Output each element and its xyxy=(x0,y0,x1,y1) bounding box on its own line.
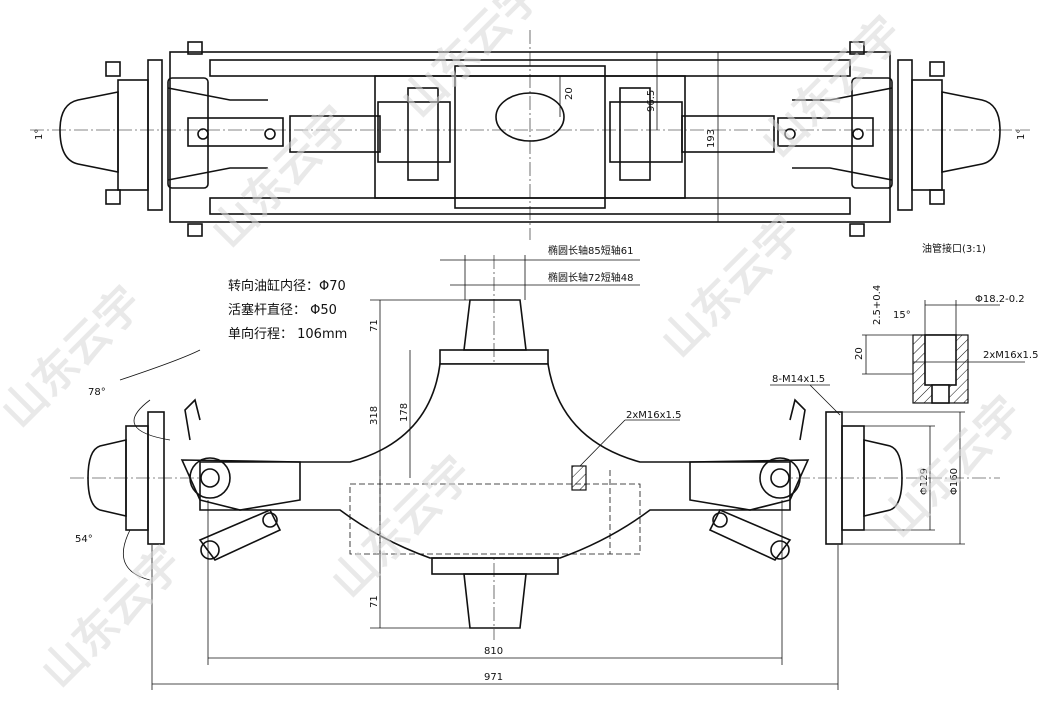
angle-left-1: 1° xyxy=(34,129,45,140)
front-view: 椭圆长轴85短轴61 椭圆长轴72短轴48 71 318 178 71 78° … xyxy=(70,244,1000,690)
spec-rod-diameter: 活塞杆直径： Φ50 xyxy=(228,302,337,318)
bolt-label: 8-M14x1.5 xyxy=(772,374,825,385)
detail-depth-tol: 2.5+0.4 xyxy=(872,285,883,325)
dim-318: 318 xyxy=(369,406,380,425)
detail-depth: 20 xyxy=(854,347,865,360)
svg-text:山东云宇: 山东云宇 xyxy=(0,277,152,438)
dim-971: 971 xyxy=(484,672,503,683)
thread-center-label: 2xM16x1.5 xyxy=(626,410,681,421)
dim-810: 810 xyxy=(484,646,503,657)
svg-text:山东云宇: 山东云宇 xyxy=(872,387,1033,548)
detail-diameter: Φ18.2-0.2 xyxy=(975,294,1025,305)
dim-193: 193 xyxy=(706,129,717,148)
svg-text:山东云宇: 山东云宇 xyxy=(202,97,363,258)
angle-54: 54° xyxy=(75,534,93,545)
angle-78: 78° xyxy=(88,387,106,398)
dim-71-top: 71 xyxy=(369,319,380,332)
detail-title: 油管接口(3:1) xyxy=(922,242,986,255)
dim-d129: Φ129 xyxy=(919,468,930,495)
detail-thread: 2xM16x1.5 xyxy=(983,350,1038,361)
ellipse-outer-label: 椭圆长轴85短轴61 xyxy=(548,244,633,257)
angle-right-1: 1° xyxy=(1016,129,1027,140)
svg-text:山东云宇: 山东云宇 xyxy=(32,537,193,698)
dim-71-bottom: 71 xyxy=(369,595,380,608)
svg-text:山东云宇: 山东云宇 xyxy=(752,7,913,168)
detail-angle: 15° xyxy=(893,310,911,321)
detail-view: 油管接口(3:1) Φ18.2-0.2 2.5+0.4 15° 20 2xM16… xyxy=(854,242,1038,404)
spec-cylinder-bore: 转向油缸内径：Φ70 xyxy=(228,278,346,294)
svg-text:山东云宇: 山东云宇 xyxy=(392,0,553,128)
dim-20-top: 20 xyxy=(564,87,575,100)
watermark: 山东云宇 山东云宇 山东云宇 山东云宇 山东云宇 山东云宇 山东云宇 山东云宇 xyxy=(0,0,1032,698)
dim-178: 178 xyxy=(399,403,410,422)
dim-d160: Φ160 xyxy=(949,468,960,495)
dim-96-5: 96.5 xyxy=(646,90,657,112)
specs-block: 转向油缸内径：Φ70 活塞杆直径： Φ50 单向行程： 106mm xyxy=(228,278,347,342)
ellipse-inner-label: 椭圆长轴72短轴48 xyxy=(548,271,633,284)
top-view: 20 96.5 193 1° 1° xyxy=(30,30,1030,240)
svg-text:山东云宇: 山东云宇 xyxy=(652,207,813,368)
spec-stroke: 单向行程： 106mm xyxy=(228,326,347,342)
